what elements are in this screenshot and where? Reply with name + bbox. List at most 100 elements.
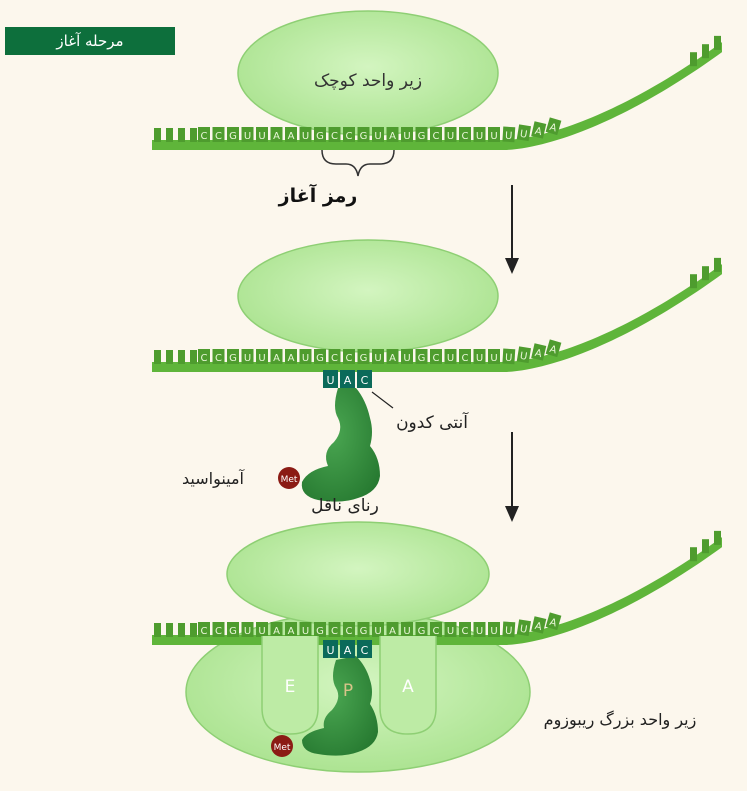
svg-text:A: A [389,626,396,637]
large-subunit-label: زیر واحد بزرگ ریبوزوم [544,710,697,730]
svg-text:U: U [302,353,309,364]
mrna-base: U [517,619,531,636]
svg-text:G: G [316,353,324,364]
svg-text:U: U [258,131,265,142]
svg-text:U: U [244,626,251,637]
mrna-base: C [343,622,355,637]
arrow-down-2 [505,432,519,522]
mrna-base: U [502,349,515,365]
svg-text:A: A [273,626,280,637]
mrna-base: C [329,622,341,637]
svg-text:U: U [505,131,513,142]
mrna-base: C [459,349,471,364]
mrna-tick [702,44,709,58]
mrna-base: A [271,622,283,637]
svg-text:G: G [418,626,426,637]
mrna-base: G [227,127,239,142]
mrna-tick [166,350,173,364]
mrna-base: U [300,349,312,364]
svg-text:U: U [476,626,483,637]
mrna-base: U [474,349,486,364]
anticodon-pointer [372,392,393,408]
svg-text:U: U [302,131,309,142]
mrna-tick [702,539,709,553]
svg-text:C: C [215,626,222,637]
mrna-base: C [198,622,210,637]
svg-text:C: C [346,353,353,364]
e-site-label: E [285,677,296,697]
mrna-tick [714,531,721,545]
svg-text:C: C [201,131,208,142]
mrna-tick [190,128,197,142]
svg-text:G: G [360,131,368,142]
mrna-base: U [517,346,531,363]
anticodon-boxes-2: UAC [323,370,372,388]
svg-text:U: U [403,353,410,364]
step-2: CCGUUAAUGCCGUAUGCUCUUUUAA UAC آنتی کدون … [152,240,722,516]
mrna-base: U [502,127,515,143]
mrna-base: U [242,349,254,364]
anticodon-base: C [361,644,369,657]
svg-text:U: U [244,131,251,142]
mrna-base: U [242,127,254,142]
mrna-base: U [502,622,515,638]
mrna-base: A [271,349,283,364]
svg-text:U: U [476,131,483,142]
svg-text:U: U [505,353,513,364]
anticodon-base: U [326,644,334,657]
svg-text:C: C [433,626,440,637]
mrna-base: U [401,127,413,142]
mrna-tick [178,128,185,142]
small-subunit-3 [227,522,489,626]
mrna-base: U [256,127,268,142]
mrna-base: A [387,349,399,364]
mrna-base: C [343,349,355,364]
svg-text:U: U [302,626,309,637]
svg-text:U: U [403,131,410,142]
svg-text:U: U [403,626,410,637]
mrna-base: A [271,127,283,142]
mrna-base: U [256,622,268,637]
mrna-base: C [459,127,471,142]
mrna-base: U [401,349,413,364]
mrna-base: G [358,622,370,637]
mrna-base: C [198,127,210,142]
svg-text:G: G [418,353,426,364]
anticodon-base: C [361,374,369,387]
mrna-base: U [445,127,457,142]
svg-text:G: G [418,131,426,142]
mrna-tick [714,36,721,50]
mrna-base: U [372,127,384,142]
mrna-base: U [401,622,413,637]
mrna-tick [154,623,161,637]
svg-text:G: G [229,626,237,637]
mrna-base: G [314,622,326,637]
p-site-label: P [343,681,353,701]
trna-body-2 [302,388,380,502]
mrna-base: C [198,349,210,364]
mrna-base: G [227,622,239,637]
mrna-base: U [445,349,457,364]
anticodon-base: A [344,374,352,387]
mrna-base: U [242,622,254,637]
svg-text:C: C [346,131,353,142]
mrna-base: U [474,127,486,142]
svg-text:U: U [490,353,497,364]
svg-text:A: A [273,131,280,142]
mrna-base: G [358,127,370,142]
met-label-2: Met [281,475,298,485]
svg-text:C: C [201,353,208,364]
mrna-tick [190,623,197,637]
mrna-base: U [372,622,384,637]
svg-text:C: C [201,626,208,637]
svg-text:C: C [433,353,440,364]
svg-text:U: U [374,353,381,364]
mrna-base: C [343,127,355,142]
amino-acid-label: آمینواسید [182,469,246,489]
trna-label: رنای ناقل [311,496,379,516]
mrna-base: G [416,622,428,637]
svg-text:C: C [433,131,440,142]
svg-text:G: G [360,626,368,637]
